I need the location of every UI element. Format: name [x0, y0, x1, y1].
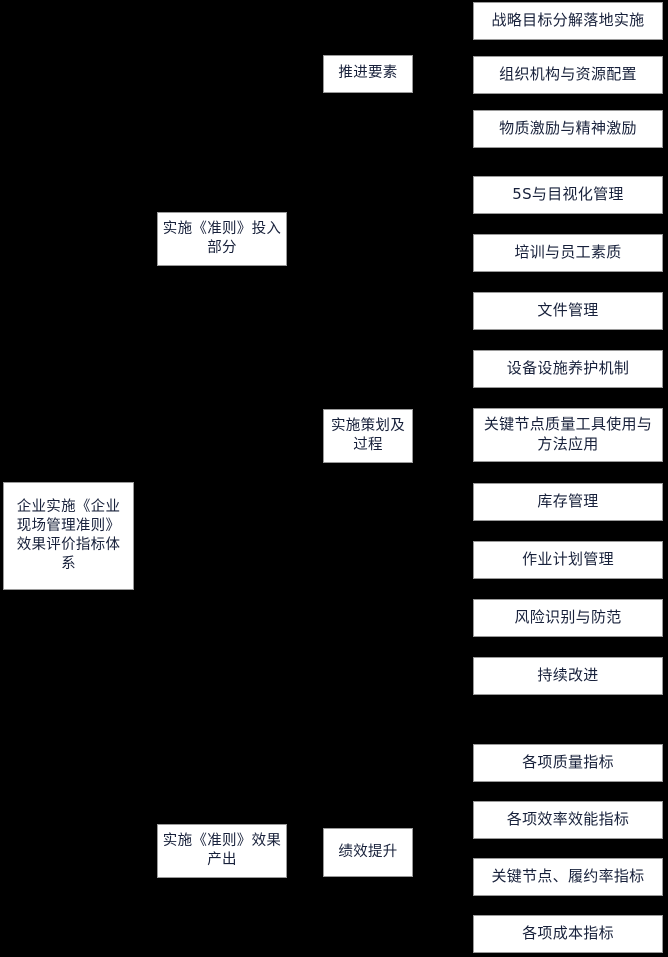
node-leaf-efficiency-indicators[interactable]: 各项效率效能指标 — [473, 801, 663, 839]
node-leaf-continuous-improvement[interactable]: 持续改进 — [473, 657, 663, 695]
node-leaf-strategy-deployment[interactable]: 战略目标分解落地实施 — [473, 2, 663, 40]
node-level1-output[interactable]: 实施《准则》效果产出 — [157, 824, 287, 878]
node-root[interactable]: 企业实施《企业现场管理准则》效果评价指标体系 — [3, 482, 134, 590]
node-leaf-5s-visual-management[interactable]: 5S与目视化管理 — [473, 176, 663, 214]
node-leaf-incentives[interactable]: 物质激励与精神激励 — [473, 110, 663, 148]
node-leaf-training-quality[interactable]: 培训与员工素质 — [473, 234, 663, 272]
node-level1-input[interactable]: 实施《准则》投入部分 — [157, 212, 287, 266]
node-leaf-quality-indicators[interactable]: 各项质量指标 — [473, 744, 663, 782]
node-level2-performance[interactable]: 绩效提升 — [323, 828, 413, 877]
node-leaf-operation-planning[interactable]: 作业计划管理 — [473, 541, 663, 579]
node-level2-planning-process[interactable]: 实施策划及过程 — [323, 409, 413, 463]
node-leaf-cost-indicators[interactable]: 各项成本指标 — [473, 915, 663, 953]
node-leaf-organization-resources[interactable]: 组织机构与资源配置 — [473, 56, 663, 94]
node-leaf-milestone-indicators[interactable]: 关键节点、履约率指标 — [473, 858, 663, 896]
node-leaf-inventory-management[interactable]: 库存管理 — [473, 483, 663, 521]
node-leaf-quality-tools[interactable]: 关键节点质量工具使用与方法应用 — [473, 408, 663, 462]
node-leaf-equipment-maintenance[interactable]: 设备设施养护机制 — [473, 350, 663, 388]
node-leaf-risk-management[interactable]: 风险识别与防范 — [473, 599, 663, 637]
node-leaf-document-management[interactable]: 文件管理 — [473, 292, 663, 330]
node-level2-drivers[interactable]: 推进要素 — [323, 55, 413, 93]
